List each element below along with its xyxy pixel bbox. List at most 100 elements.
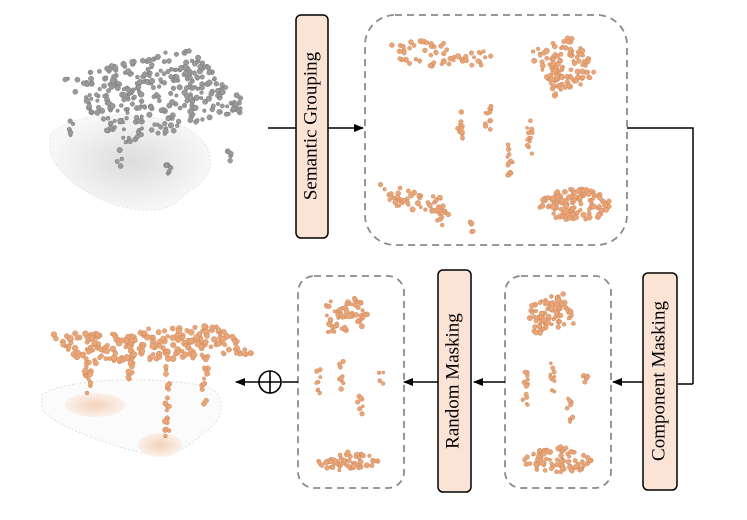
point (550, 60, 557, 68)
point (520, 397, 525, 402)
point (523, 391, 529, 397)
point (553, 91, 558, 96)
point (567, 454, 572, 459)
point (94, 109, 101, 116)
point (349, 302, 354, 307)
point (155, 329, 162, 336)
point (200, 117, 205, 122)
point (536, 454, 541, 459)
point (458, 109, 464, 115)
point (145, 66, 151, 72)
point (559, 214, 565, 219)
point (84, 390, 90, 396)
point (560, 291, 566, 297)
point (109, 77, 116, 84)
point (409, 206, 416, 213)
cm-bottom-cluster (522, 444, 594, 475)
point (554, 469, 559, 475)
point (148, 104, 154, 110)
point (578, 82, 583, 87)
point (151, 335, 156, 340)
point (568, 402, 573, 408)
point (557, 85, 563, 90)
point (418, 205, 423, 210)
point (575, 188, 582, 195)
point (522, 369, 528, 375)
point (531, 57, 538, 64)
point (558, 206, 564, 212)
point (543, 299, 550, 306)
point (586, 191, 592, 197)
point (559, 198, 565, 204)
point (596, 204, 602, 210)
group-top-left (389, 38, 494, 69)
rm-top-cluster (323, 295, 370, 335)
point (169, 325, 176, 332)
point (238, 106, 243, 111)
point (103, 127, 110, 134)
point (345, 463, 352, 469)
point (194, 341, 201, 348)
point (206, 69, 212, 76)
point (547, 457, 552, 462)
point (86, 359, 92, 365)
point (206, 79, 213, 86)
point (135, 74, 140, 80)
point (550, 70, 556, 76)
point (60, 341, 66, 348)
point (488, 118, 494, 124)
point (95, 331, 100, 337)
point (138, 132, 144, 138)
point (526, 315, 533, 321)
point (359, 323, 365, 330)
point (458, 119, 464, 125)
point (186, 48, 192, 54)
point (163, 371, 169, 377)
point (544, 319, 551, 326)
point (208, 344, 214, 350)
point (432, 44, 437, 49)
point (111, 331, 117, 337)
point (329, 328, 335, 334)
point (138, 91, 145, 98)
point (158, 77, 163, 82)
group-bottom-right (537, 186, 612, 222)
point (590, 203, 597, 210)
point (581, 463, 586, 468)
point (121, 97, 127, 103)
point (505, 142, 511, 148)
point (550, 195, 557, 202)
point (537, 330, 543, 336)
point (548, 81, 553, 86)
point (174, 93, 179, 98)
point (570, 187, 575, 192)
point (121, 87, 126, 92)
point (136, 84, 142, 90)
point (360, 453, 366, 459)
point (106, 88, 111, 94)
point (346, 313, 352, 320)
point (215, 101, 221, 106)
point (355, 305, 361, 310)
point (571, 60, 578, 67)
point (578, 466, 583, 472)
point (70, 121, 76, 126)
point (237, 351, 243, 357)
point (471, 229, 476, 234)
point (216, 327, 222, 333)
input-shadow (49, 114, 212, 211)
point (469, 220, 475, 226)
point (164, 408, 169, 413)
point (149, 62, 155, 68)
point (506, 146, 512, 152)
point (358, 395, 364, 401)
point (401, 198, 406, 203)
point (564, 405, 570, 411)
point (194, 74, 200, 80)
point (460, 135, 465, 141)
point (109, 103, 116, 110)
point (129, 363, 135, 370)
point (580, 211, 587, 218)
point (147, 357, 153, 363)
point (506, 160, 512, 166)
